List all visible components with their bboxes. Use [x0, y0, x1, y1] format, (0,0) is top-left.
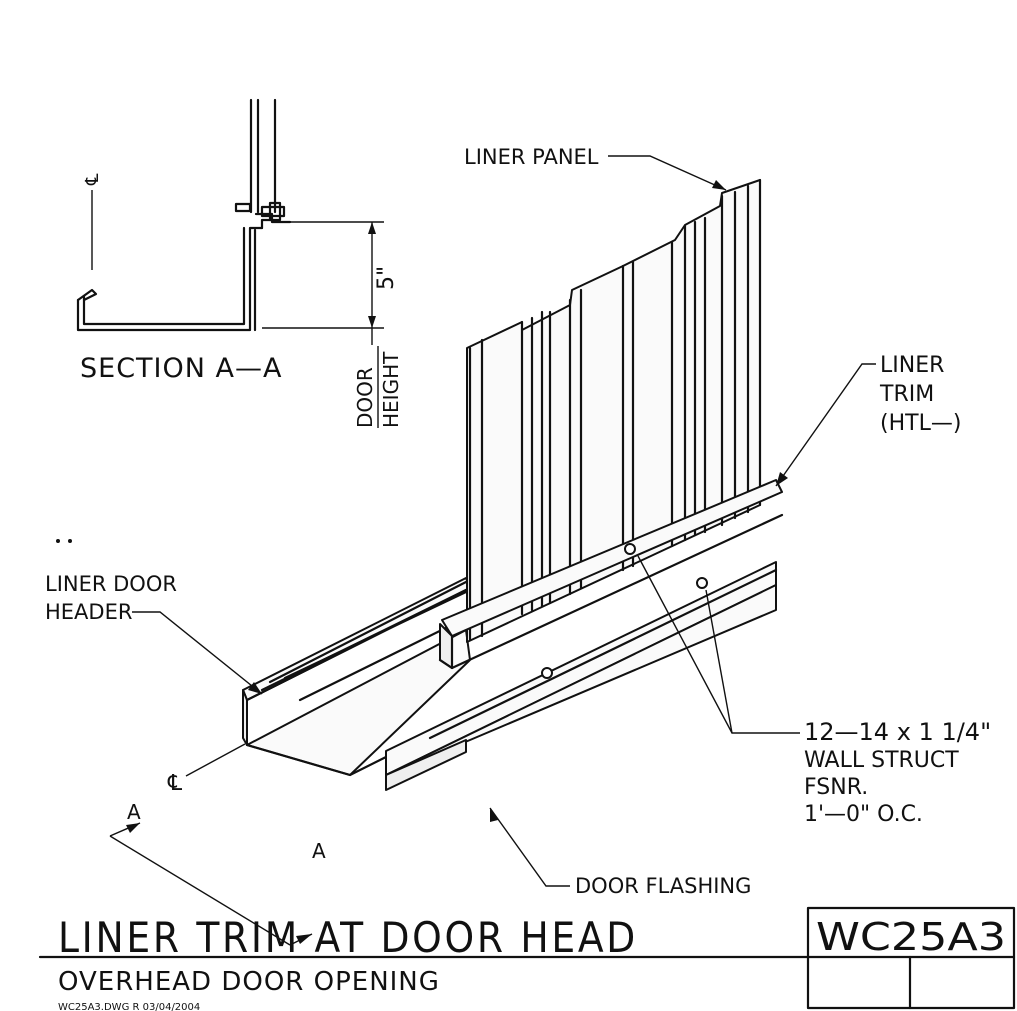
title-block: LINER TRIM AT DOOR HEAD OVERHEAD DOOR OP…	[38, 906, 1016, 1011]
fastener-label: 12—14 x 1 1/4" WALL STRUCT FSNR. 1'—0" O…	[804, 718, 991, 827]
fastener-line4: 1'—0" O.C.	[804, 802, 923, 827]
door-height-line1: DOOR	[353, 367, 377, 428]
subtitle: OVERHEAD DOOR OPENING	[58, 967, 440, 997]
fastener-line3: FSNR.	[804, 775, 868, 800]
section-cut-marker: A A ℄	[109, 743, 326, 946]
isometric-assembly	[242, 178, 784, 791]
liner-trim-line3: (HTL—)	[880, 411, 961, 436]
fastener-line1: 12—14 x 1 1/4"	[804, 718, 991, 746]
fastener-line2: WALL STRUCT	[804, 748, 959, 773]
liner-panel-label: LINER PANEL	[464, 145, 599, 169]
door-height-line2: HEIGHT	[379, 351, 403, 428]
centerline-symbol: ℄	[167, 771, 183, 796]
section-cut-a-lower: A	[312, 839, 326, 863]
liner-trim-line2: TRIM	[879, 382, 934, 407]
liner-door-header-line2: HEADER	[45, 600, 132, 624]
main-title: LINER TRIM AT DOOR HEAD	[58, 913, 638, 962]
door-flashing-label: DOOR FLASHING	[575, 874, 751, 898]
dimension-5-inch: 5"	[374, 266, 399, 290]
section-centerline-symbol: ℄	[82, 173, 103, 186]
panel-ribs	[468, 178, 762, 642]
liner-trim-line1: LINER	[880, 353, 944, 378]
liner-trim-label: LINER TRIM (HTL—)	[879, 353, 961, 436]
liner-door-header-label: LINER DOOR HEADER	[45, 572, 177, 624]
door-height-label: DOOR HEIGHT	[353, 346, 403, 428]
section-a-a-label: SECTION A—A	[80, 353, 282, 384]
section-a-a-detail: ℄ 5"	[76, 98, 399, 345]
section-cut-a-upper: A	[127, 800, 141, 824]
drawing-number: WC25A3	[816, 915, 1006, 959]
file-reference: WC25A3.DWG R 03/04/2004	[58, 1002, 200, 1011]
liner-door-header-line1: LINER DOOR	[45, 572, 177, 596]
